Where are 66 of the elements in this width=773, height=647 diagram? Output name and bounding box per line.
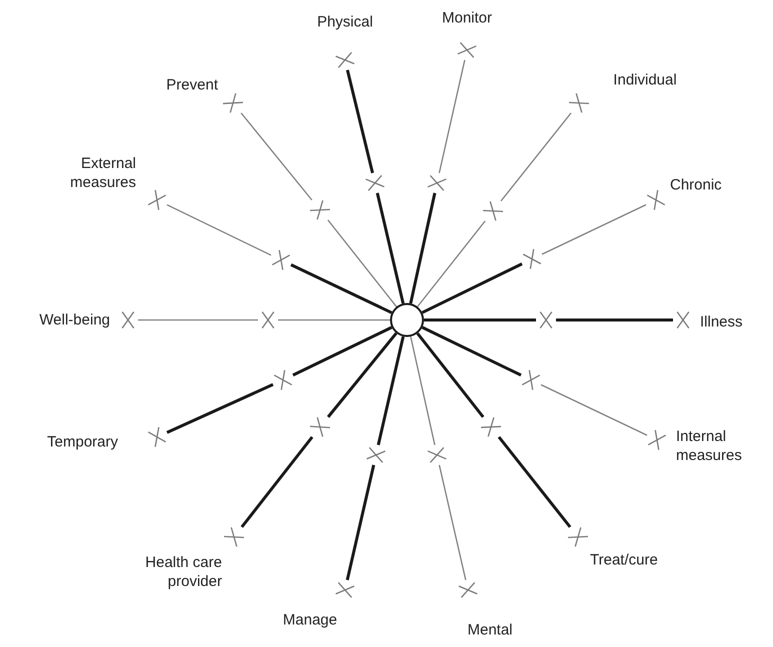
tick-cross (427, 173, 447, 193)
spoke-label: Physical (317, 12, 373, 32)
connector-line (500, 112, 572, 202)
tick-cross (273, 370, 293, 390)
spoke-label: Temporary (47, 432, 118, 452)
connector-line (422, 326, 522, 377)
spoke-label: Manage (282, 610, 338, 630)
connector-line (278, 319, 390, 321)
connector-line (417, 220, 486, 308)
tick-cross (483, 201, 503, 221)
tick-cross (147, 427, 167, 447)
tick-cross (568, 527, 588, 547)
spoke-label: Internal measures (676, 427, 743, 465)
spoke-label: External measures (69, 154, 136, 192)
connector-line (540, 384, 648, 436)
spoke-label: Chronic (670, 176, 722, 194)
connector-line (327, 220, 397, 308)
connector-line (422, 262, 523, 314)
tick-cross (310, 200, 330, 220)
connector-line (542, 204, 646, 255)
tick-cross (365, 173, 385, 193)
tick-cross (646, 190, 666, 210)
tick-cross (366, 445, 386, 465)
tick-cross (647, 430, 667, 450)
tick-cross (458, 580, 478, 600)
tick-cross (223, 93, 243, 113)
connector-line (416, 332, 484, 418)
connector-line (138, 319, 258, 321)
tick-cross (147, 190, 167, 210)
tick-cross (481, 417, 501, 437)
connector-line (240, 436, 314, 528)
tick-cross (271, 250, 291, 270)
spoke-label: Prevent (166, 76, 218, 94)
connector-line (556, 318, 673, 322)
connector-line (166, 383, 274, 434)
tick-cross (335, 50, 355, 70)
connector-line (326, 332, 398, 418)
connector-line (346, 464, 376, 580)
connector-line (424, 318, 536, 322)
tick-cross (521, 370, 541, 390)
spoke-label: Individual (613, 70, 677, 90)
tick-cross (569, 93, 589, 113)
connector-line (438, 60, 466, 174)
spoke-label: Well-being (39, 310, 110, 330)
connector-line (290, 263, 392, 314)
spoke-label: Treat/cure (590, 550, 658, 570)
connector-line (346, 70, 374, 174)
connector-line (438, 464, 466, 580)
connector-line (292, 326, 392, 377)
connector-line (410, 336, 436, 446)
connector-line (498, 436, 572, 528)
connector-line (376, 192, 405, 304)
connector-line (240, 112, 312, 200)
connector-line (409, 192, 436, 304)
spoke-label: Health care provider (144, 553, 222, 591)
tick-cross (522, 249, 542, 269)
tick-cross (310, 417, 330, 437)
spoke-label: Monitor (442, 8, 492, 28)
tick-cross (427, 445, 447, 465)
tick-cross (457, 40, 477, 60)
tick-cross (335, 580, 355, 600)
spoke-label: Mental (467, 620, 513, 640)
tick-cross (224, 527, 244, 547)
connector-line (166, 204, 272, 256)
connector-line (376, 336, 405, 446)
spoke-label: Illness (700, 312, 743, 332)
